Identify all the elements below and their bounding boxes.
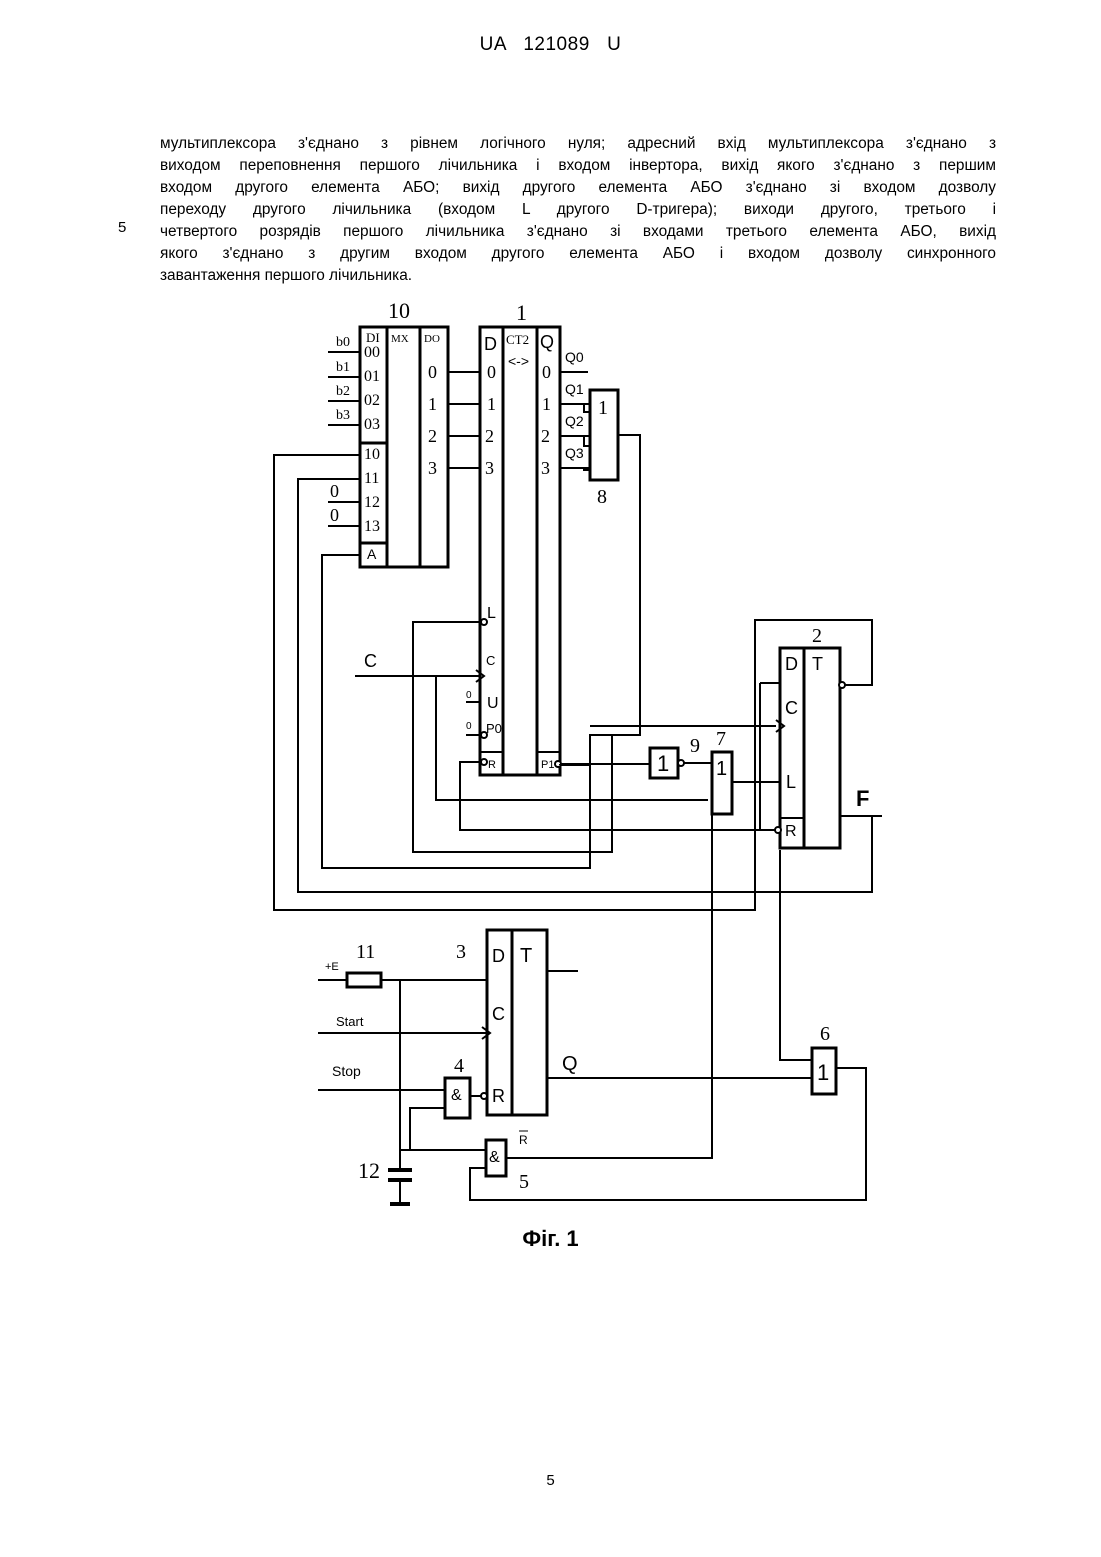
signal-plus-e: +E bbox=[325, 961, 339, 973]
and5-symbol: & bbox=[489, 1149, 500, 1166]
ref-trigger3: 3 bbox=[456, 941, 466, 963]
trigger2-d: D bbox=[785, 654, 798, 674]
counter-u-pin: U bbox=[487, 695, 499, 712]
q-out-label: Q1 bbox=[565, 381, 584, 397]
counter-updown-label: <-> bbox=[508, 353, 529, 369]
counter-q-output-label: 2 bbox=[541, 426, 550, 446]
page-number: 5 bbox=[0, 1472, 1101, 1489]
q-out-label: Q2 bbox=[565, 413, 584, 429]
mux-di-label: DI bbox=[366, 330, 380, 345]
signal-f: F bbox=[856, 786, 869, 811]
or6-symbol: 1 bbox=[817, 1060, 829, 1085]
mux-input-label: 03 bbox=[364, 416, 380, 433]
counter-d-label: D bbox=[484, 334, 497, 354]
counter-r-pin: R bbox=[488, 759, 496, 771]
trigger3-d: D bbox=[492, 946, 505, 966]
zero-input-label: 0 bbox=[330, 505, 339, 525]
ref-mux: 10 bbox=[388, 298, 410, 323]
trigger2-t: T bbox=[812, 654, 823, 674]
trigger3-r: R bbox=[492, 1086, 505, 1106]
ref-trigger2: 2 bbox=[812, 625, 822, 647]
mux-input-label: 02 bbox=[364, 392, 380, 409]
counter-ct-label: CT2 bbox=[506, 332, 529, 347]
b-input-label: b1 bbox=[336, 360, 350, 375]
mux-output-label: 1 bbox=[428, 394, 437, 414]
ref-counter: 1 bbox=[516, 300, 527, 325]
trigger2-l: L bbox=[786, 772, 796, 792]
or8-symbol: 1 bbox=[598, 397, 608, 419]
ref-or6: 6 bbox=[820, 1023, 830, 1045]
pin-zero-label: 0 bbox=[466, 721, 472, 732]
mux-output-label: 2 bbox=[428, 426, 437, 446]
counter-d-input-label: 0 bbox=[487, 362, 496, 382]
trigger3-t: T bbox=[520, 945, 532, 967]
mux-input-label: 01 bbox=[364, 368, 380, 385]
counter-p0-pin: P0 bbox=[486, 721, 502, 736]
counter-p1-pin: P1 bbox=[541, 759, 554, 771]
inverter9-symbol: 1 bbox=[657, 751, 669, 776]
signal-start: Start bbox=[336, 1014, 364, 1029]
ref-capacitor: 12 bbox=[358, 1158, 380, 1183]
ref-or7: 7 bbox=[716, 728, 726, 750]
counter-d-input-label: 2 bbox=[485, 426, 494, 446]
mux-input-label: 11 bbox=[364, 470, 379, 487]
counter-d-input-label: 3 bbox=[485, 458, 494, 478]
mux-input-label: 13 bbox=[364, 518, 380, 535]
q-out-label: Q3 bbox=[565, 445, 584, 461]
mux-mx-label: MX bbox=[391, 333, 409, 345]
counter-l-pin: L bbox=[487, 605, 496, 622]
resistor-11 bbox=[347, 973, 381, 987]
b-input-label: b0 bbox=[336, 335, 350, 350]
mux-addr-label: A bbox=[367, 546, 377, 562]
ref-resistor: 11 bbox=[356, 941, 375, 963]
mux-input-label: 10 bbox=[364, 446, 380, 463]
trigger2-r: R bbox=[785, 823, 797, 840]
mux-do-label: DO bbox=[424, 333, 440, 345]
b-input-label: b3 bbox=[336, 408, 350, 423]
mux-output-label: 0 bbox=[428, 362, 437, 382]
pin-zero-label: 0 bbox=[466, 690, 472, 701]
signal-stop: Stop bbox=[332, 1063, 361, 1079]
and4-symbol: & bbox=[451, 1087, 462, 1104]
b-input-label: b2 bbox=[336, 384, 350, 399]
counter-c-pin: C bbox=[486, 653, 495, 668]
ref-or8: 8 bbox=[597, 486, 607, 508]
trigger2-c: C bbox=[785, 698, 798, 718]
q-out-label: Q0 bbox=[565, 349, 584, 365]
counter-d-input-label: 1 bbox=[487, 394, 496, 414]
ref-inverter9: 9 bbox=[690, 735, 700, 757]
counter-q-output-label: 3 bbox=[541, 458, 550, 478]
or7-symbol: 1 bbox=[716, 758, 727, 780]
ref-and4: 4 bbox=[454, 1055, 464, 1077]
counter-q-output-label: 0 bbox=[542, 362, 551, 382]
signal-q: Q bbox=[562, 1053, 578, 1075]
mux-input-label: 00 bbox=[364, 344, 380, 361]
mux-input-label: 12 bbox=[364, 494, 380, 511]
counter-q-output-label: 1 bbox=[542, 394, 551, 414]
figure-caption: Фіг. 1 bbox=[0, 1226, 1101, 1252]
signal-rbar: R bbox=[519, 1133, 528, 1147]
mux-output-label: 3 bbox=[428, 458, 437, 478]
signal-c: C bbox=[364, 651, 377, 671]
ref-and5: 5 bbox=[519, 1171, 529, 1193]
trigger3-c: C bbox=[492, 1004, 505, 1024]
counter-q-label: Q bbox=[540, 332, 554, 352]
zero-input-label: 0 bbox=[330, 481, 339, 501]
